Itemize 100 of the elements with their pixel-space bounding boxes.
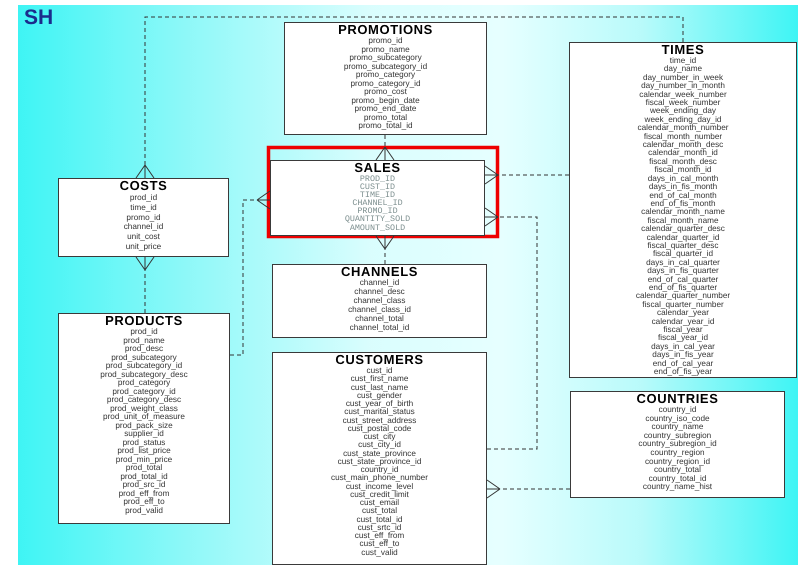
column-name: fiscal_year_id [658, 334, 708, 343]
column-name: promo_name [361, 46, 410, 54]
column-name: country_name [652, 423, 704, 432]
column-name: country_id [360, 466, 398, 474]
column-name: cust_marital_status [344, 408, 415, 416]
column-name: channel_total [355, 314, 404, 324]
relationship-line [484, 166, 570, 184]
column-name: cust_credit_limit [350, 490, 409, 499]
column-name: prod_id [130, 328, 158, 336]
column-name: CHANNEL_ID [352, 199, 403, 208]
column-name: prod_weight_class [110, 404, 178, 413]
column-name: channel_total_id [350, 324, 410, 332]
column-name: cust_postal_code [348, 424, 412, 433]
column-name: promo_cost [364, 88, 407, 96]
column-name: cust_email [360, 499, 400, 507]
relationship-line [376, 134, 394, 160]
column-name: prod_list_price [117, 447, 171, 456]
column-name: calendar_month_name [641, 208, 725, 217]
table-box [284, 22, 487, 135]
column-name: prod_valid [125, 506, 163, 515]
column-name: days_in_cal_quarter [646, 258, 720, 267]
table-name: PRODUCTS [105, 314, 183, 328]
column-name: end_of_fis_year [654, 368, 712, 376]
column-name: cust_valid [361, 548, 398, 557]
table-name: TIMES [662, 43, 704, 57]
column-name: cust_total_id [356, 516, 402, 524]
column-name: promo_id [368, 37, 403, 46]
column-name: fiscal_quarter_desc [648, 242, 718, 250]
column-name: cust_street_address [342, 416, 416, 425]
column-name: fiscal_month_desc [649, 158, 717, 166]
column-name: unit_cost [127, 232, 160, 242]
column-name: cust_income_level [346, 482, 414, 491]
table-name: CHANNELS [340, 265, 418, 279]
column-name: days_in_cal_month [648, 174, 718, 183]
column-name: country_total_id [648, 474, 706, 483]
column-name: prod_total [126, 464, 162, 472]
column-name: calendar_year_id [652, 318, 714, 326]
table-box [58, 313, 230, 524]
relationship-line [484, 208, 538, 450]
column-name: country_region [650, 448, 705, 458]
column-name: cust_last_name [350, 384, 408, 392]
column-name: week_ending_day_id [644, 116, 722, 124]
column-name: promo_begin_date [351, 96, 420, 105]
column-name: prod_total_id [120, 472, 168, 481]
column-name: day_number_in_week [642, 74, 724, 82]
relationship-line [230, 190, 270, 356]
table-name: PROMOTIONS [338, 23, 433, 37]
column-name: time_id [130, 202, 157, 213]
column-name: end_of_fis_month [650, 200, 716, 208]
column-name: promo_total [364, 114, 408, 122]
column-name: cust_main_phone_number [331, 474, 428, 482]
column-name: days_in_cal_year [651, 342, 715, 351]
column-name: cust_eff_to [360, 540, 400, 548]
column-name: end_of_cal_year [652, 360, 714, 368]
column-name: cust_city_id [358, 441, 401, 450]
column-name: prod_subcategory_desc [100, 370, 188, 379]
table-box [272, 264, 487, 338]
table-box [569, 42, 797, 378]
column-name: prod_id [130, 193, 158, 203]
column-name: week_ending_day [650, 107, 716, 116]
relationship-line [486, 480, 570, 498]
column-name: prod_subcategory [111, 354, 177, 362]
column-name: end_of_fis_quarter [648, 284, 718, 292]
column-name: prod_desc [124, 345, 164, 354]
column-name: promo_end_date [354, 105, 416, 114]
column-name: promo_category_id [350, 80, 421, 88]
table-name: SALES [354, 161, 401, 175]
column-name: country_total [654, 466, 701, 475]
column-name: prod_min_price [116, 456, 172, 464]
table-box [272, 352, 487, 565]
column-name: cust_city [364, 433, 396, 441]
column-name: days_in_fis_year [652, 351, 714, 360]
table-box [270, 160, 485, 236]
column-name: cust_total [362, 507, 398, 516]
column-name: cust_first_name [350, 375, 408, 384]
column-name: time_id [670, 57, 696, 65]
column-name: country_name_hist [642, 483, 712, 492]
column-name: prod_pack_size [115, 422, 173, 430]
column-name: fiscal_quarter_id [652, 250, 714, 259]
column-name: day_name [664, 65, 702, 74]
column-name: channel_class [354, 296, 406, 306]
column-name: promo_id [126, 212, 161, 222]
table-box [570, 391, 785, 498]
column-name: PROD_ID [360, 175, 396, 184]
column-name: channel_id [360, 279, 400, 288]
column-name: prod_status [122, 438, 166, 447]
relationship-line [376, 236, 394, 264]
column-name: prod_eff_from [118, 490, 170, 498]
schema-title: SH [24, 6, 54, 30]
column-name: supplier_id [124, 430, 164, 438]
column-name: prod_category_id [112, 388, 176, 396]
table-box [58, 178, 229, 257]
column-name: country_subregion_id [638, 440, 717, 449]
column-name: calendar_quarter_desc [641, 225, 725, 234]
table-name: COUNTRIES [636, 392, 718, 406]
column-name: cust_gender [356, 392, 402, 400]
column-name: prod_unit_of_measure [103, 413, 185, 422]
column-name: prod_category_desc [106, 396, 182, 404]
column-name: PROMO_ID [357, 207, 398, 216]
column-name: promo_category [356, 71, 416, 80]
